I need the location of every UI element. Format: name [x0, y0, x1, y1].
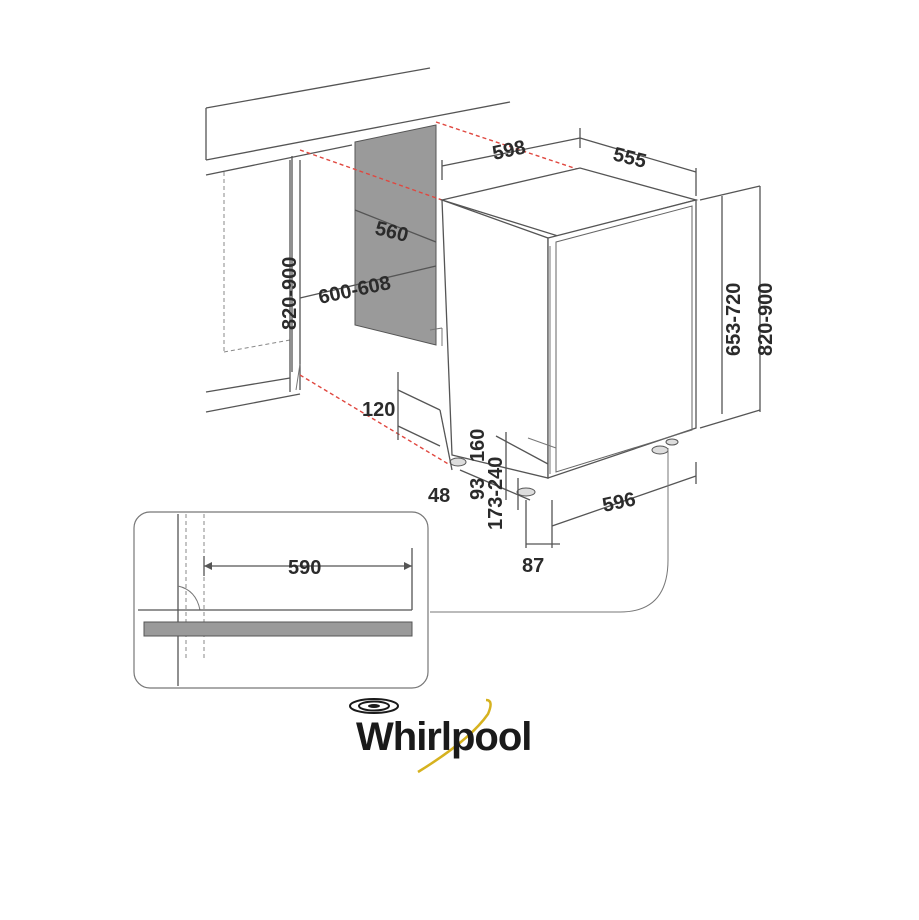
dim-range-173-240: 173-240	[485, 457, 507, 530]
left-cabinet	[205, 160, 301, 413]
brand-name: Whirlpool	[356, 715, 531, 759]
dimension-lines	[291, 128, 761, 613]
dim-base-87: 87	[522, 555, 544, 577]
niche-outline	[299, 121, 581, 466]
dim-plinth-120: 120	[362, 399, 395, 421]
dim-foot-93: 93	[467, 478, 489, 500]
logo-swoosh	[417, 698, 492, 774]
dim-total-height: 820-900	[755, 283, 777, 356]
dim-base-width: 596	[600, 488, 637, 516]
niche-back-panel	[354, 124, 437, 346]
dim-niche-height: 820-900	[279, 257, 301, 330]
dim-detail-590: 590	[288, 557, 321, 579]
dim-foot-160: 160	[467, 429, 489, 462]
detail-inset	[133, 511, 429, 689]
dim-depth-top: 555	[611, 144, 649, 173]
dim-width-top: 598	[490, 136, 527, 164]
whirlpool-logo: Whirlpool	[349, 698, 532, 774]
dim-foot-48: 48	[428, 485, 450, 507]
dishwasher-body	[439, 167, 699, 479]
dim-appliance-height: 653-720	[723, 283, 745, 356]
feet	[449, 438, 679, 497]
countertop	[205, 67, 511, 176]
swirl-icon	[349, 698, 399, 714]
